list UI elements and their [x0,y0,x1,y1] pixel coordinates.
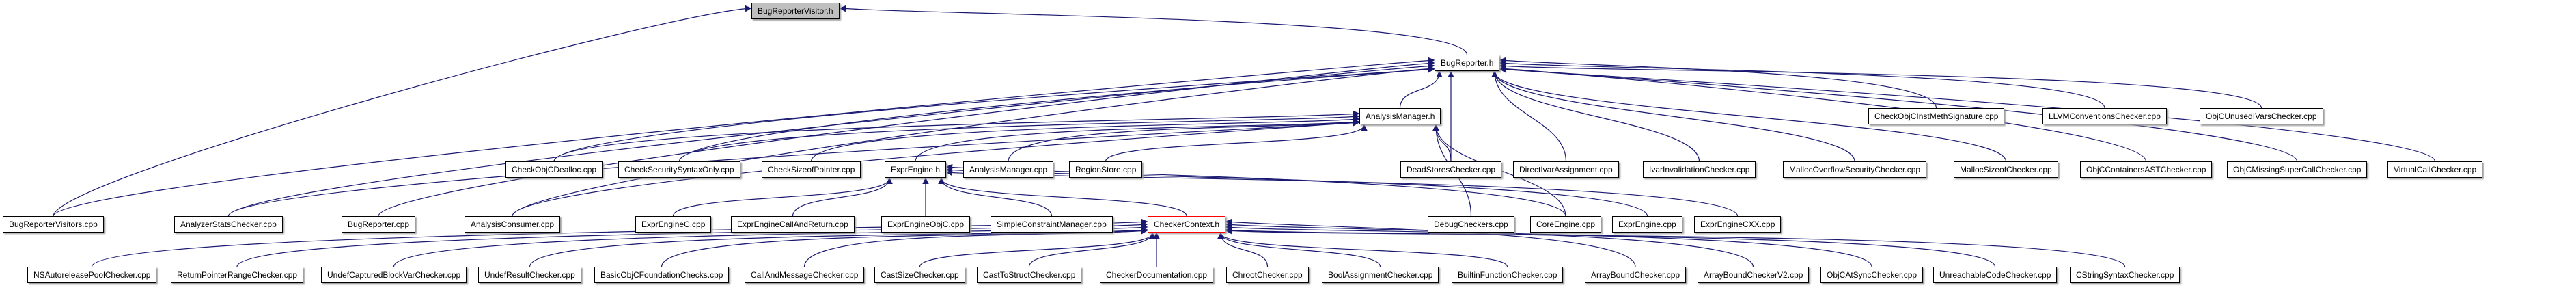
include-edge [1028,232,1156,267]
include-edge [1008,119,1360,162]
graph-node-directivarassignment-cpp[interactable]: DirectIvarAssignment.cpp [1513,161,1619,178]
include-edge [1399,70,1443,109]
graph-node-bugreportervisitors-cpp[interactable]: BugReporterVisitors.cpp [3,216,104,233]
graph-node-undefcapturedblockvarchecker-cpp[interactable]: UndefCapturedBlockVarChecker.cpp [321,267,467,283]
graph-node-checksizeofpointer-cpp[interactable]: CheckSizeofPointer.cpp [762,161,861,178]
graph-node-castsizechecker-cpp[interactable]: CastSizeChecker.cpp [874,267,965,283]
graph-node-bugreporter-h[interactable]: BugReporter.h [1435,55,1500,71]
include-edge [1105,124,1368,162]
include-edge [678,113,1360,162]
graph-node-exprengine-cpp[interactable]: ExprEngine.cpp [1612,216,1682,233]
graph-node-casttostructchecker-cpp[interactable]: CastToStructChecker.cpp [977,267,1082,283]
graph-node-returnpointerrangechecker-cpp[interactable]: ReturnPointerRangeChecker.cpp [171,267,304,283]
include-edge [938,177,1187,217]
graph-node-builtinfunctionchecker-cpp[interactable]: BuiltinFunctionChecker.cpp [1452,267,1564,283]
graph-node-checkercontext-h[interactable]: CheckerContext.h [1148,216,1226,233]
graph-node-checkobjcdealloc-cpp[interactable]: CheckObjCDealloc.cpp [505,161,603,178]
include-edge [1491,70,1855,162]
include-edge [1217,232,1269,267]
graph-node-objcunusedivarschecker-cpp[interactable]: ObjCUnusedIVarsChecker.cpp [2200,108,2323,124]
graph-node-simpleconstraintmanager-cpp[interactable]: SimpleConstraintManager.cpp [991,216,1113,233]
graph-node-chrootchecker-cpp[interactable]: ChrootChecker.cpp [1226,267,1309,283]
graph-node-checkobjcinstmethsignature-cpp[interactable]: CheckObjCInstMethSignature.cpp [1868,108,2005,124]
include-edge [53,5,752,217]
graph-node-exprenginec-cpp[interactable]: ExprEngineC.cpp [635,216,712,233]
include-edge [1491,70,1700,162]
graph-node-exprenginecxx-cpp[interactable]: ExprEngineCXX.cpp [1694,216,1782,233]
include-edge [512,119,1360,217]
graph-node-regionstore-cpp[interactable]: RegionStore.cpp [1069,161,1143,178]
include-edge [915,118,1360,162]
graph-node-analyzerstatschecker-cpp[interactable]: AnalyzerStatsChecker.cpp [174,216,283,233]
include-edge [678,66,1435,162]
include-edge [945,169,1739,217]
include-edge [1499,66,2436,162]
include-edge [672,177,893,217]
graph-node-cstringsyntaxchecker-cpp[interactable]: CStringSyntaxChecker.cpp [2070,267,2180,283]
graph-node-analysismanager-h[interactable]: AnalysisManager.h [1359,108,1441,124]
include-edge [1499,59,2105,109]
include-edge [661,227,1148,267]
include-edge [803,227,1148,267]
include-edge [1499,57,1937,109]
graph-node-ivarinvalidationchecker-cpp[interactable]: IvarInvalidationChecker.cpp [1643,161,1756,178]
include-edge [227,62,1435,217]
graph-node-llvmconventionschecker-cpp[interactable]: LLVMConventionsChecker.cpp [2042,108,2167,124]
graph-node-mallocsizeofchecker-cpp[interactable]: MallocSizeofChecker.cpp [1954,161,2058,178]
graph-node-arrayboundchecker-cpp[interactable]: ArrayBoundChecker.cpp [1585,267,1687,283]
include-edge [553,66,1435,162]
include-edge [1432,124,1452,162]
graph-node-objcmissingsupercallchecker-cpp[interactable]: ObjCMissingSuperCallChecker.cpp [2227,161,2368,178]
graph-node-undefresultchecker-cpp[interactable]: UndefResultChecker.cpp [478,267,581,283]
graph-node-objcatsyncchecker-cpp[interactable]: ObjCAtSyncChecker.cpp [1820,267,1924,283]
graph-node-exprengine-h[interactable]: ExprEngine.h [885,161,947,178]
graph-node-checksecuritysyntaxonly-cpp[interactable]: CheckSecuritySyntaxOnly.cpp [618,161,740,178]
include-edge [1217,232,1508,267]
include-edge [1225,227,2126,267]
graph-node-analysismanager-cpp[interactable]: AnalysisManager.cpp [963,161,1054,178]
graph-node-debugcheckers-cpp[interactable]: DebugCheckers.cpp [1428,216,1514,233]
graph-node-nsautoreleasepoolchecker-cpp[interactable]: NSAutoreleasePoolChecker.cpp [27,267,157,283]
include-edge [938,177,1053,217]
graph-node-callandmessagechecker-cpp[interactable]: CallAndMessageChecker.cpp [745,267,865,283]
include-edge [553,110,1360,162]
include-edge [1491,70,1567,162]
graph-node-checkerdocumentation-cpp[interactable]: CheckerDocumentation.cpp [1100,267,1214,283]
graph-node-analysisconsumer-cpp[interactable]: AnalysisConsumer.cpp [465,216,561,233]
graph-node-bugreporter-cpp[interactable]: BugReporter.cpp [342,216,416,233]
include-edge [919,232,1156,267]
graph-node-coreengine-cpp[interactable]: CoreEngine.cpp [1530,216,1602,233]
graph-node-objccontainersastchecker-cpp[interactable]: ObjCContainersASTChecker.cpp [2080,161,2213,178]
graph-node-virtualcallchecker-cpp[interactable]: VirtualCallChecker.cpp [2387,161,2483,178]
include-edge [1225,226,1996,267]
include-edge [810,116,1360,162]
include-edge [53,57,1435,217]
graph-node-boolassignmentchecker-cpp[interactable]: BoolAssignmentChecker.cpp [1322,267,1439,283]
include-edge [792,177,893,217]
graph-node-basicobjcfoundationchecks-cpp[interactable]: BasicObjCFoundationChecks.cpp [594,267,730,283]
graph-node-exprenginecallandreturn-cpp[interactable]: ExprEngineCallAndReturn.cpp [731,216,855,233]
graph-node-exprengineobjc-cpp[interactable]: ExprEngineObjC.cpp [881,216,971,233]
include-edge [1491,70,2007,162]
include-edge [1499,62,2262,109]
graph-node-arrayboundcheckerv2-cpp[interactable]: ArrayBoundCheckerV2.cpp [1698,267,1810,283]
include-edge [512,65,1435,217]
graph-node-deadstoreschecker-cpp[interactable]: DeadStoresChecker.cpp [1400,161,1502,178]
include-edge [839,5,1468,55]
include-edge [1499,66,2298,162]
graph-node-mallocoverflowsecuritychecker-cpp[interactable]: MallocOverflowSecurityChecker.cpp [1783,161,1927,178]
graph-node-unreachablecodechecker-cpp[interactable]: UnreachableCodeChecker.cpp [1933,267,2058,283]
graph-node-bugreportervisitor-h: BugReporterVisitor.h [751,3,840,19]
include-edge [1217,232,1381,267]
include-edge [227,119,1360,217]
